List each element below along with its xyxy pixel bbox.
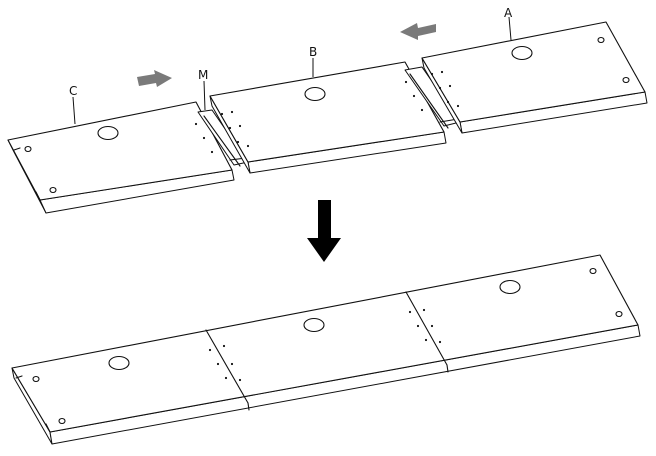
panel-a-cam-hole: [511, 45, 533, 61]
panel-a: [421, 21, 648, 134]
label-c-text: C: [69, 84, 77, 98]
panel-a-top-face: [421, 21, 646, 123]
assembled-top-face: [11, 254, 639, 433]
gray-arrow-left-icon: [400, 23, 436, 40]
panel-c-top-face: [7, 101, 233, 201]
black-arrow-down-icon: [307, 200, 341, 262]
panel-b-cam-hole: [304, 86, 326, 102]
label-b: B: [309, 45, 317, 77]
panel-c-pin-hole: [24, 145, 32, 153]
seam-cb: [205, 329, 249, 404]
panel-a-pin-hole: [622, 76, 630, 84]
seam-ba: [405, 291, 448, 366]
assembled-cam-hole-a: [499, 279, 521, 295]
label-m-text: M: [198, 68, 208, 82]
panel-c: [7, 101, 235, 214]
panel-a-pin-hole: [597, 36, 605, 44]
assembled-pin-hole: [615, 310, 623, 318]
label-b-text: B: [309, 45, 317, 59]
label-c: C: [69, 84, 77, 125]
assembled-pin-hole: [32, 375, 40, 383]
assembled-cam-hole-b: [303, 317, 325, 333]
label-a: A: [504, 6, 513, 41]
panel-c-pin-hole: [49, 186, 57, 194]
label-m: M: [198, 68, 208, 111]
assembled-shelf: [11, 254, 641, 445]
panel-b-top-face: [209, 61, 445, 163]
panel-c-cam-hole: [97, 125, 119, 141]
assembled-cam-hole-c: [108, 355, 130, 371]
panel-b: [209, 61, 447, 174]
gray-arrow-right-icon: [137, 70, 172, 87]
assembled-pin-hole: [589, 267, 597, 275]
assembled-pin-hole: [58, 417, 66, 425]
label-a-text: A: [504, 6, 513, 20]
